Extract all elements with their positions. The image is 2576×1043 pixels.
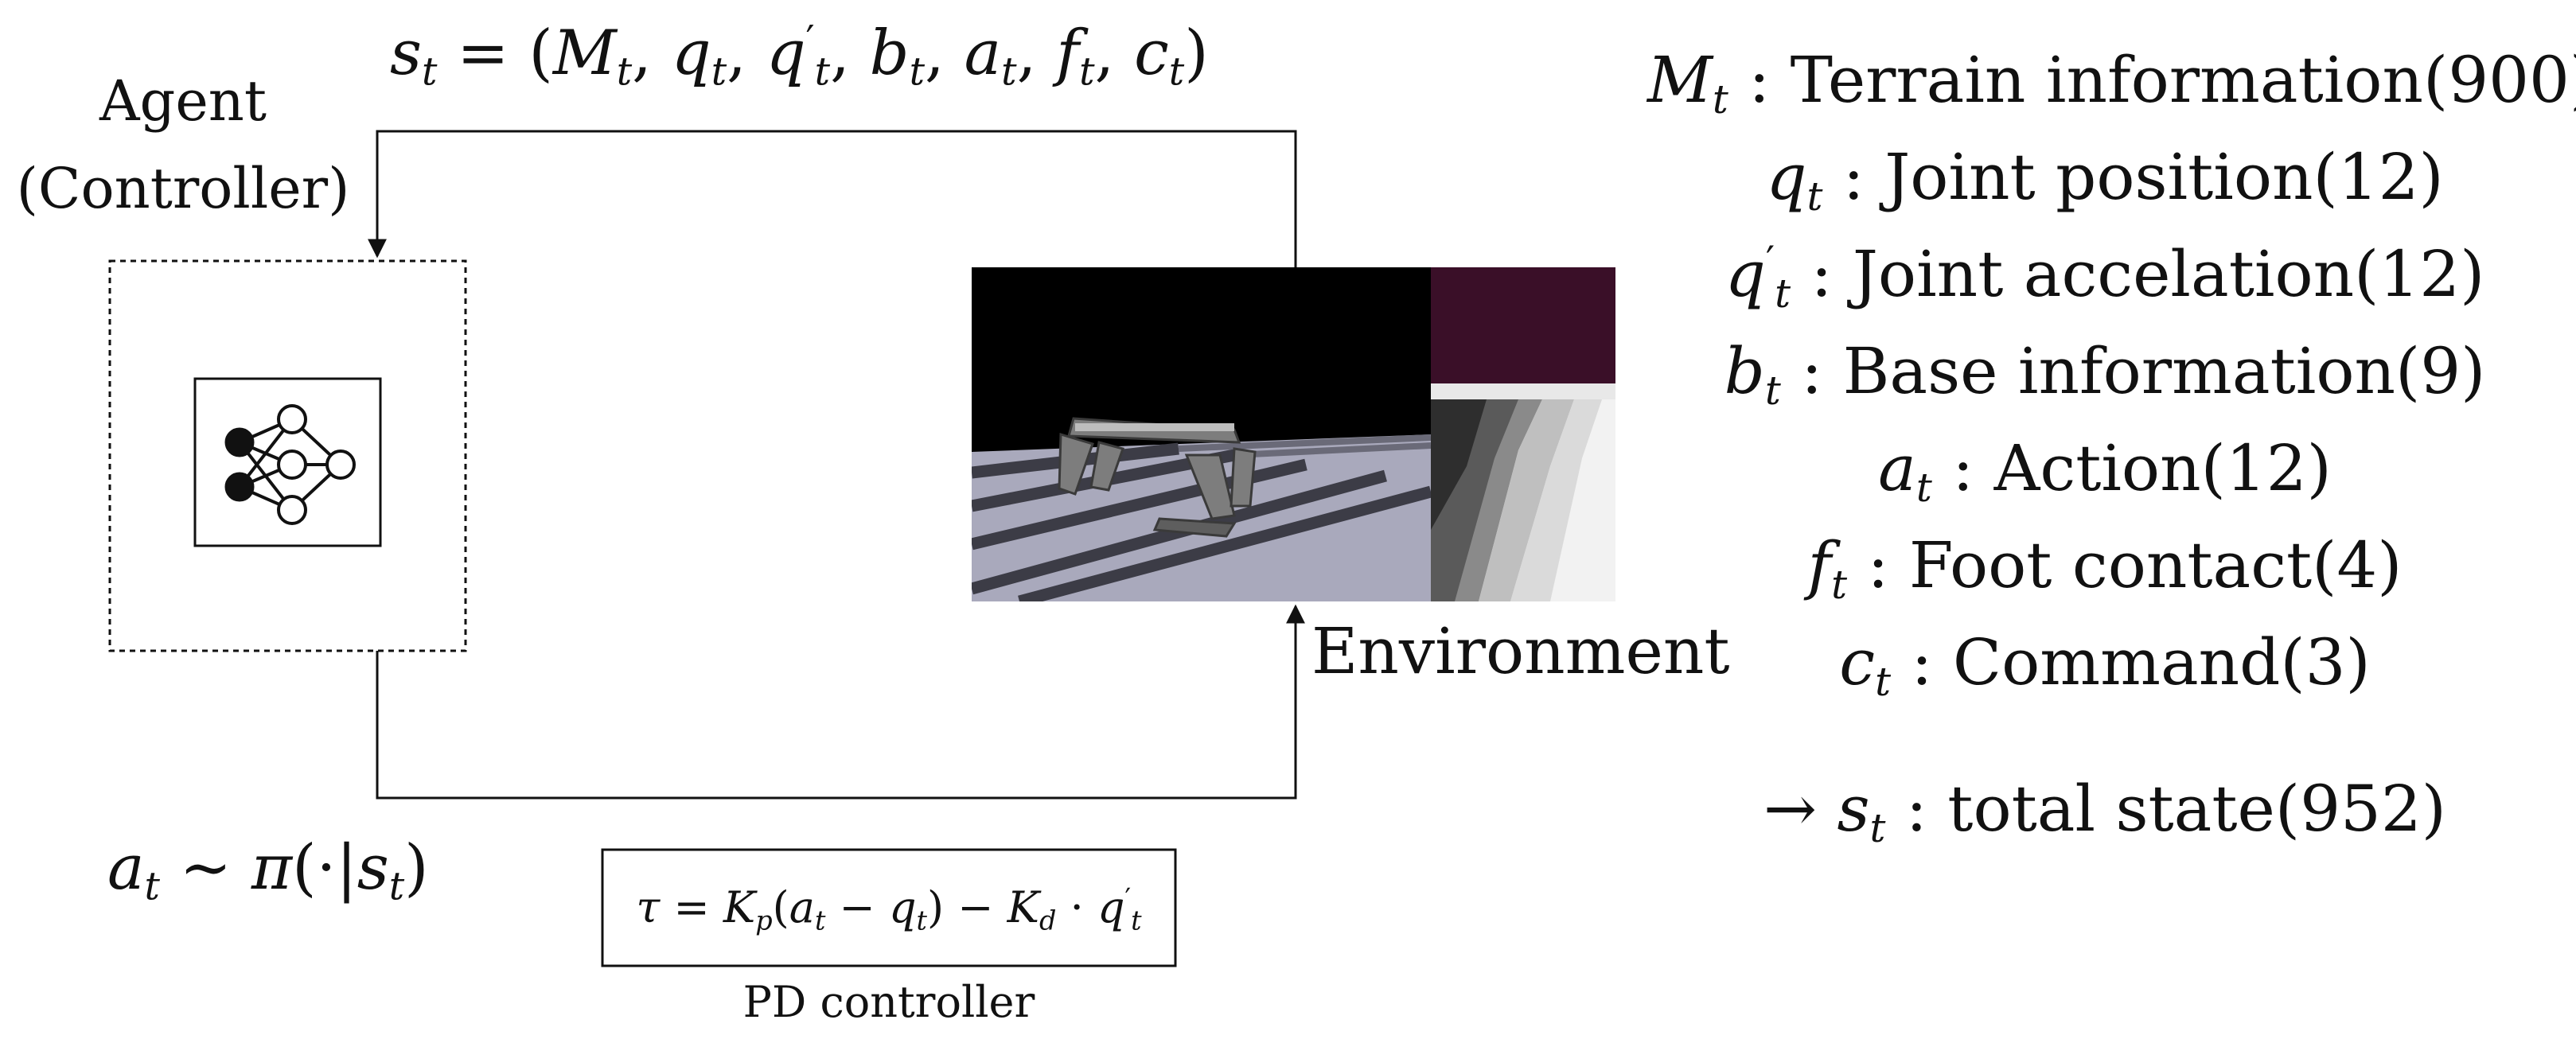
robot-body: [1058, 417, 1257, 538]
environment-label: Environment: [1311, 614, 1730, 688]
state-term-5: ft: [1056, 18, 1095, 95]
agent-label: Agent (Controller): [16, 57, 350, 232]
legend-total-state: → st : total state(952): [1763, 772, 2446, 851]
legend-item-terrain: Mt : Terrain information(900): [1647, 43, 2576, 123]
neural-network-icon: [193, 377, 382, 547]
pd-formula: τ = Kp(at − qt) − Kd · q′t: [636, 882, 1142, 936]
action-arrow: [376, 604, 1305, 800]
state-term-3: bt: [869, 18, 926, 95]
state-term-2: q′t: [766, 18, 831, 95]
legend-item-command: ct : Command(3): [1839, 625, 2371, 705]
simulation-view: [972, 267, 1431, 601]
state-formula: st = (Mt, qt, q′t, bt, at, ft, ct): [390, 18, 1209, 95]
state-term-0: Mt: [552, 18, 633, 95]
terrain-heightmap-panel: [1431, 267, 1615, 601]
state-term-1: qt: [671, 18, 727, 95]
legend-item-joint-accelation: q′t : Joint accelation(12): [1724, 237, 2485, 317]
state-term-4: at: [964, 18, 1017, 95]
right-arrow-icon: →: [1763, 772, 1837, 846]
state-equals: = (: [437, 18, 553, 89]
agent-label-line2: (Controller): [16, 156, 350, 221]
pd-controller-label: PD controller: [742, 977, 1035, 1027]
pd-controller-box: [601, 848, 1177, 967]
legend-item-action: at : Action(12): [1878, 431, 2332, 511]
legend-item-joint-position: qt : Joint position(12): [1766, 140, 2444, 220]
legend-item-foot-contact: ft : Foot contact(4): [1807, 528, 2403, 608]
agent-label-line1: Agent: [99, 68, 267, 134]
legend-item-base-information: bt : Base information(9): [1724, 334, 2486, 414]
state-feedback-arrow: [368, 130, 1297, 269]
state-legend: Mt : Terrain information(900) qt : Joint…: [1647, 32, 2576, 858]
agent-box: [108, 259, 467, 652]
state-lhs: st: [390, 18, 438, 95]
state-close: ): [1184, 18, 1209, 89]
state-term-6: ct: [1134, 18, 1185, 95]
policy-formula: at ∼ π(·|st): [107, 832, 429, 909]
